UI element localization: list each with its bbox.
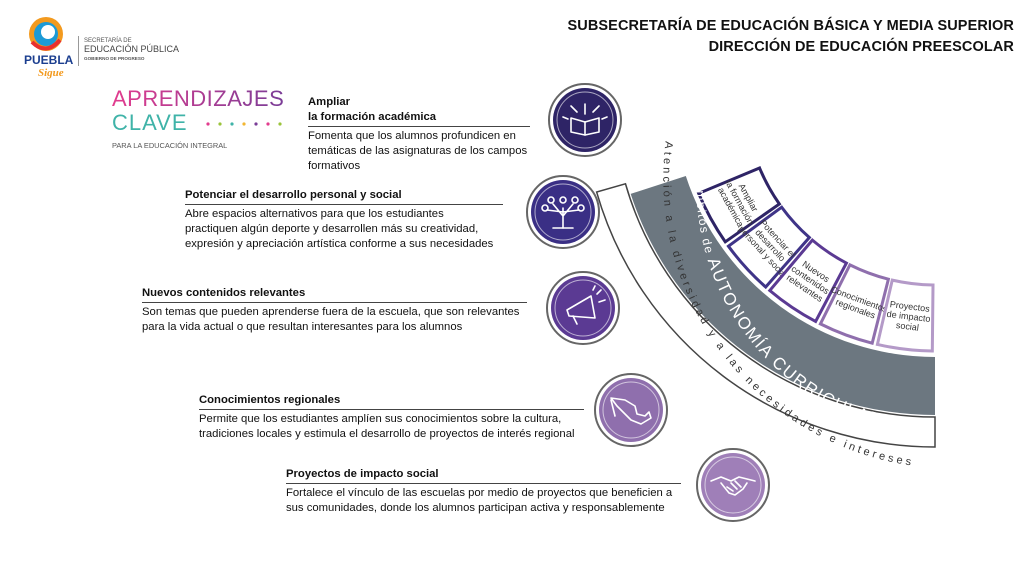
item-desc: Fomenta que los alumnos profundicen en — [308, 130, 516, 142]
item-title: Conocimientos regionales — [199, 394, 341, 406]
puebla-emblem-icon — [29, 17, 63, 51]
secretaria-line2: EDUCACIÓN PÚBLICA — [84, 44, 179, 54]
item-desc: expresión y apreciación artística confor… — [185, 238, 494, 250]
icon-badge — [696, 448, 770, 522]
icon-badge — [526, 175, 600, 249]
item-potenciar: Potenciar el desarrollo personal y socia… — [185, 188, 503, 252]
page-header: SUBSECRETARÍA DE EDUCACIÓN BÁSICA Y MEDI… — [568, 16, 1015, 58]
header-title-line2: DIRECCIÓN DE EDUCACIÓN PREESCOLAR — [708, 39, 1014, 55]
item-desc: Permite que los estudiantes amplíen sus … — [199, 413, 562, 425]
arc-segment — [767, 238, 849, 324]
arc-segment-label-line: académica — [716, 186, 746, 229]
item-ampliar: Ampliar la formación académica Fomenta q… — [308, 95, 530, 174]
arc-segment — [875, 278, 935, 353]
item-desc: practiquen algún deporte y desarrollen m… — [185, 223, 479, 235]
arc-segment-label-line: Conocimientos — [829, 284, 889, 314]
segments-arc-band — [690, 158, 935, 355]
arc-segment-label-line: de impacto — [886, 309, 931, 324]
arc-segment — [818, 262, 891, 346]
item-desc: para la vida actual o que resultan inter… — [142, 321, 463, 333]
arc-segment-label-line: relevantes — [785, 272, 825, 304]
arc-segment-label-line: Proyectos — [889, 299, 930, 314]
secretaria-line3: GOBIERNO DE PROGRESO — [84, 56, 145, 61]
item-desc: Fortalece el vínculo de las escuelas por… — [286, 487, 673, 499]
puebla-logo: PUEBLA Sigue SECRETARÍA DE EDUCACIÓN PÚB… — [24, 17, 179, 79]
icon-group — [526, 83, 770, 522]
puebla-logo-word2: Sigue — [38, 67, 64, 79]
item-title: la formación académica — [308, 111, 437, 123]
icon-badge — [546, 271, 620, 345]
autonomia-label-big: AUTONOMÍA CURRICULAR — [704, 255, 885, 430]
people-tree-icon — [541, 196, 585, 229]
item-desc: sus comunidades, donde los alumnos parti… — [286, 502, 665, 514]
header-title-line1: SUBSECRETARÍA DE EDUCACIÓN BÁSICA Y MEDI… — [567, 18, 1014, 34]
arc-segment-label-line: contenidos — [789, 264, 831, 297]
autonomia-label-small: Ámbitos de — [693, 181, 718, 261]
divider — [308, 126, 530, 127]
item-proyectos: Proyectos de impacto social Fortalece el… — [286, 467, 681, 516]
arc-segment-label-line: social — [895, 320, 919, 333]
divider — [286, 483, 681, 484]
item-nuevos: Nuevos contenidos relevantes Son temas q… — [142, 286, 527, 335]
item-title: Nuevos contenidos relevantes — [142, 287, 306, 299]
arc-segment-label-line: desarrollo — [753, 227, 787, 263]
divider — [185, 204, 503, 205]
arc-segment-label-line: Ampliar — [737, 182, 760, 214]
item-conocimientos: Conocimientos regionales Permite que los… — [199, 393, 584, 442]
mexico-map-icon — [610, 397, 652, 425]
arc-segment-label-line: regionales — [834, 297, 877, 321]
divider — [142, 302, 527, 303]
aprendizajes-clave-logo: APRENDIZAJES CLAVE PARA LA EDUCACIÓN INT… — [112, 86, 284, 150]
brand-word1: APRENDIZAJES — [112, 86, 284, 111]
arc-segment-label-line: Nuevos — [800, 259, 831, 285]
puebla-logo-word1: PUEBLA — [24, 53, 74, 67]
outer-arc-band — [595, 182, 936, 448]
arc-segment — [696, 166, 782, 244]
handshake-icon — [710, 476, 756, 496]
item-desc: temáticas de las asignaturas de los camp… — [308, 145, 528, 157]
autonomia-arc-label: Ámbitos de AUTONOMÍA CURRICULAR — [693, 181, 884, 430]
icon-badge — [548, 83, 622, 157]
brand-word2: CLAVE — [112, 110, 188, 135]
open-book-icon — [562, 103, 608, 136]
item-desc: tradiciones locales y estimula el desarr… — [199, 428, 575, 440]
arc-segment-label-line: personal y social — [737, 224, 790, 280]
brand-dots — [206, 122, 282, 126]
autonomia-arc-band — [630, 175, 935, 415]
secretaria-line1: SECRETARÍA DE — [84, 37, 132, 44]
megaphone-icon — [566, 285, 606, 325]
arc-segment-label-line: la formación — [723, 179, 755, 227]
icon-badge — [594, 373, 668, 447]
arc-segment — [726, 205, 812, 290]
brand-tagline: PARA LA EDUCACIÓN INTEGRAL — [112, 141, 227, 150]
item-title: Potenciar el desarrollo personal y socia… — [185, 189, 402, 201]
divider — [199, 409, 584, 410]
item-title: Proyectos de impacto social — [286, 468, 439, 480]
item-desc: Son temas que pueden aprenderse fuera de… — [142, 306, 520, 318]
item-desc: formativos — [308, 160, 361, 172]
item-title: Ampliar — [308, 96, 351, 108]
item-desc: Abre espacios alternativos para que los … — [185, 208, 444, 220]
arc-segment-label-line: Potenciar el — [758, 218, 797, 260]
